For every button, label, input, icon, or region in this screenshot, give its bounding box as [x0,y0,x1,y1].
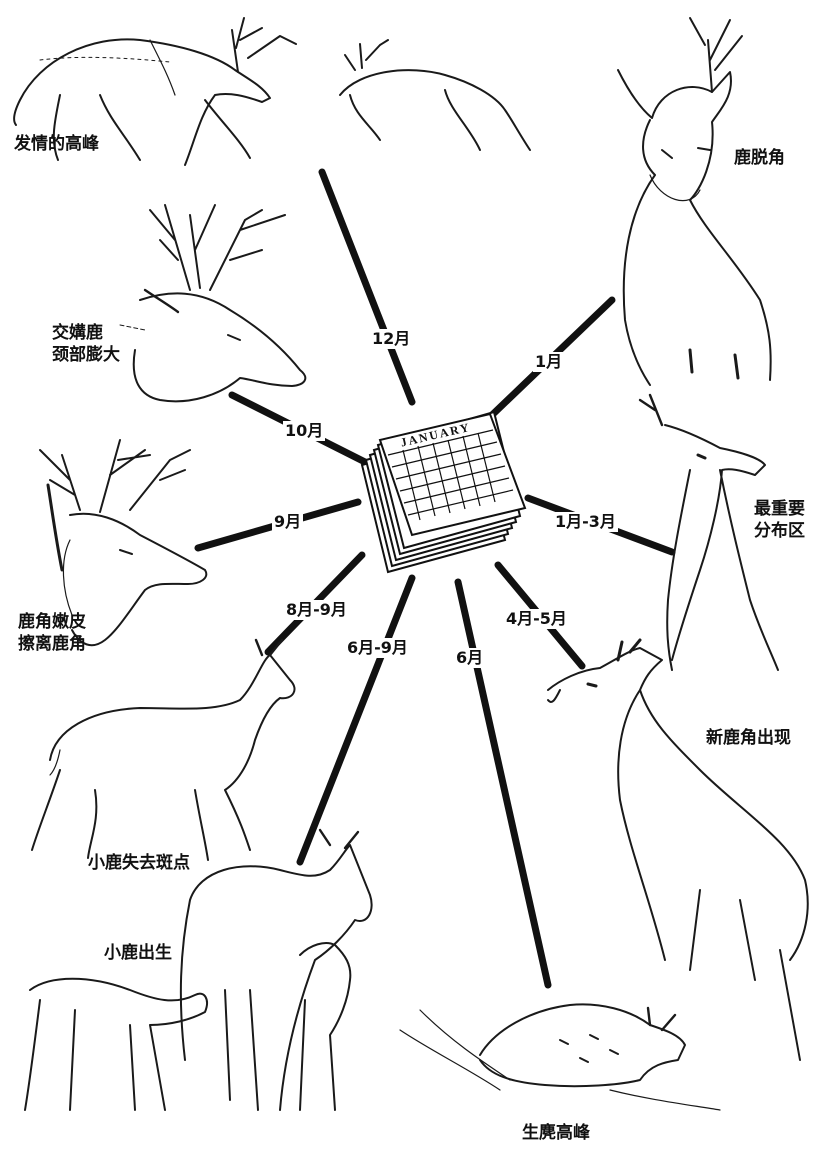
doe-with-fawns-illustration [25,830,372,1110]
edge-label-aug-sep: 8月-9月 [284,600,349,620]
connector-jun [454,578,552,989]
edge-label-jan: 1月 [533,352,565,372]
label-mating-neck-line-2: 颈部膨大 [52,345,120,365]
edge-label-dec: 12月 [370,329,413,349]
connector-dec [318,168,416,406]
label-fawn-spots: 小鹿失去斑点 [88,852,190,874]
edge-label-jun-sep: 6月-9月 [345,638,410,658]
bedded-fawn-illustration [400,1004,720,1110]
edge-label-jun: 6月 [454,648,486,668]
main-range-doe-illustration [640,395,778,670]
label-fawn-birth: 小鹿出生 [104,942,172,964]
antler-drop-deer-illustration [618,18,771,385]
label-antler-drop-line: 鹿脱角 [734,148,785,168]
label-main-range-line-1: 最重要 [754,499,805,519]
label-antler-drop: 鹿脱角 [734,147,785,169]
fawn-losing-spots-illustration [32,640,295,860]
label-main-range: 最重要 分布区 [754,498,805,542]
label-velvet-rub-line-1: 鹿角嫩皮 [18,612,86,632]
swollen-neck-buck-illustration [120,205,305,401]
rutting-bucks-illustration [14,18,530,165]
new-antler-buck-illustration [548,640,808,1060]
label-velvet-rub: 鹿角嫩皮 擦离鹿角 [18,611,86,655]
label-new-antler: 新鹿角出现 [706,727,791,749]
calendar-icon: JANUARY [360,410,527,574]
label-rut-peak: 发情的高峰 [14,133,99,155]
edge-label-sep: 9月 [272,512,304,532]
edge-label-apr-may: 4月-5月 [504,609,569,629]
label-new-antler-line: 新鹿角出现 [706,728,791,748]
label-velvet-rub-line-2: 擦离鹿角 [18,634,86,654]
label-birth-peak: 生麂高峰 [522,1122,590,1144]
label-mating-neck-line-1: 交媾鹿 [52,323,103,343]
edge-label-oct: 10月 [283,421,326,441]
label-main-range-line-2: 分布区 [754,521,805,541]
label-rut-peak-line: 发情的高峰 [14,134,99,154]
label-birth-peak-line: 生麂高峰 [522,1123,590,1143]
velvet-rub-buck-illustration [40,440,206,645]
connector-jun-sep [296,574,416,866]
label-mating-neck: 交媾鹿 颈部膨大 [52,322,120,366]
edge-label-jan-mar: 1月-3月 [553,512,618,532]
label-fawn-spots-line: 小鹿失去斑点 [88,853,190,873]
label-fawn-birth-line: 小鹿出生 [104,943,172,963]
